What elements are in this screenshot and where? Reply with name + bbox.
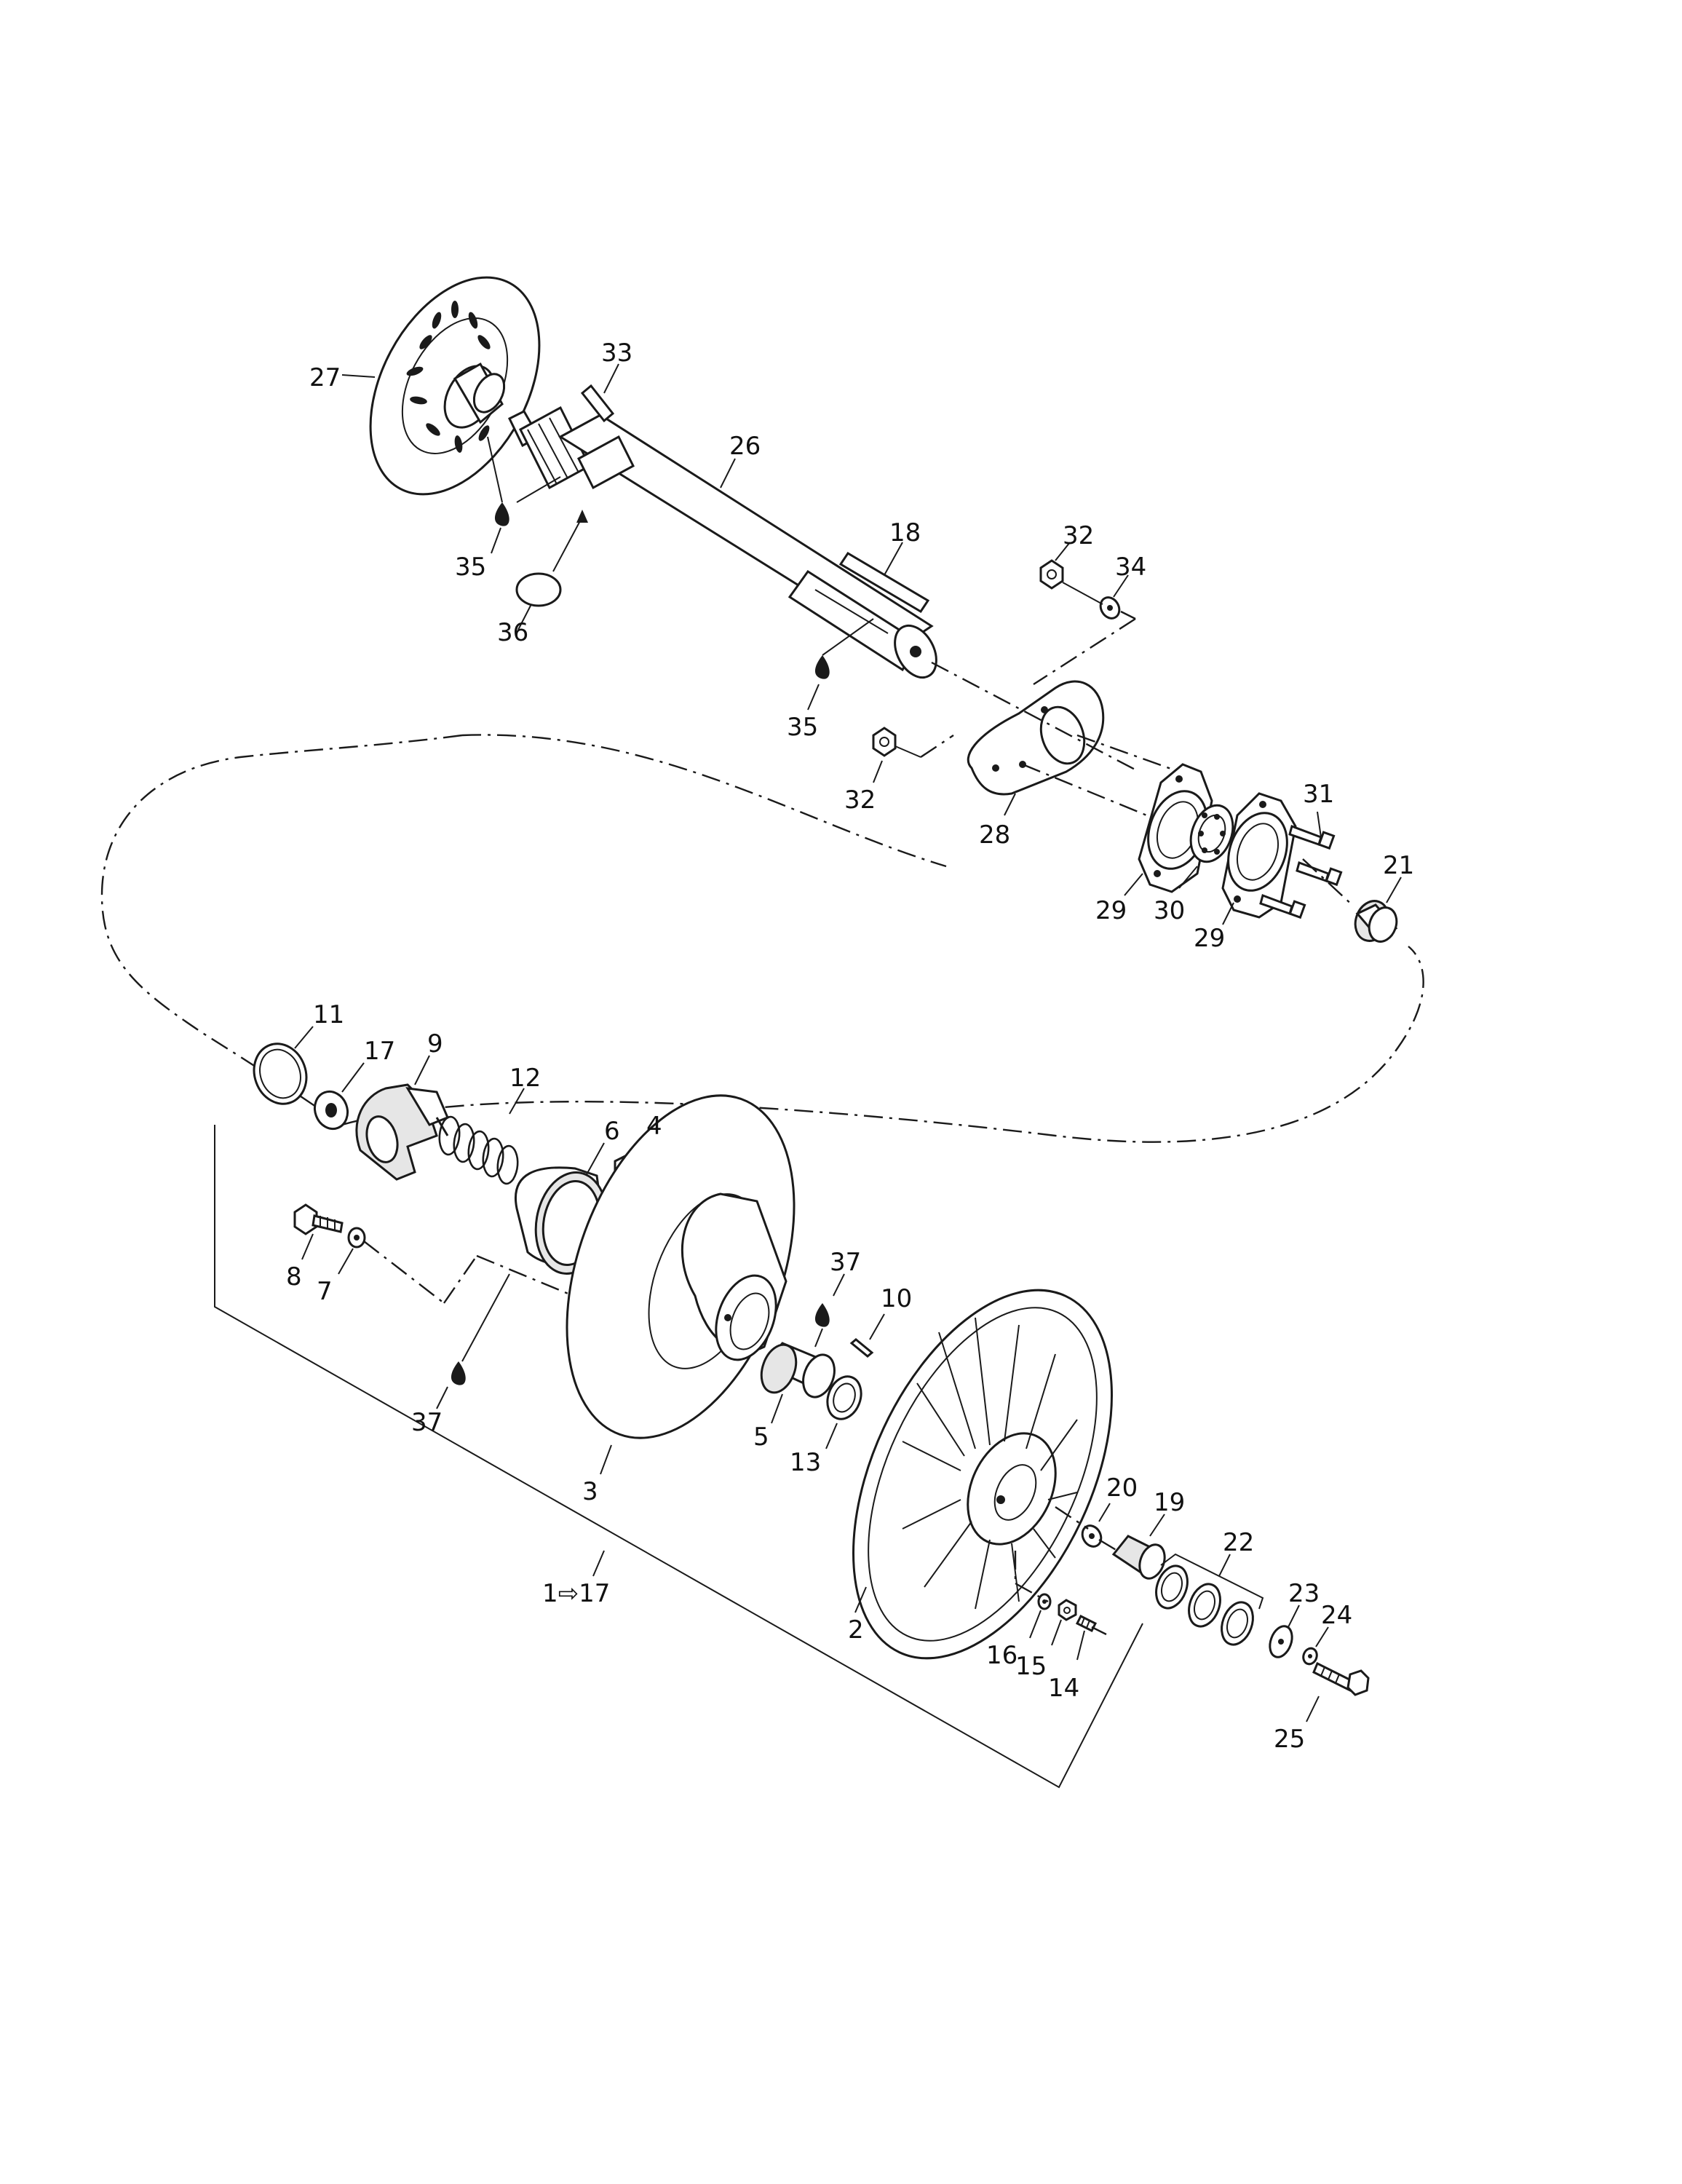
belt-outline <box>100 734 1424 1143</box>
callout-24: 24 <box>1321 1601 1352 1630</box>
callout-29-left: 29 <box>1095 896 1127 925</box>
oil-drop-icon <box>494 502 509 526</box>
callout-21: 21 <box>1383 851 1414 880</box>
circlip-11 <box>253 1042 308 1105</box>
callout-37-left: 37 <box>411 1408 443 1437</box>
callout-3: 3 <box>582 1477 598 1506</box>
nut-15 <box>1058 1599 1077 1621</box>
callout-16: 16 <box>986 1641 1017 1670</box>
bushing-5 <box>760 1342 836 1398</box>
plate-28 <box>967 680 1105 796</box>
callout-17: 17 <box>364 1037 395 1066</box>
callout-12: 12 <box>509 1064 541 1093</box>
callout-26: 26 <box>729 432 761 461</box>
callout-28: 28 <box>979 820 1010 850</box>
callout-6: 6 <box>604 1117 620 1146</box>
callout-31: 31 <box>1303 780 1334 809</box>
callout-10: 10 <box>881 1284 912 1313</box>
bolt-25 <box>1312 1661 1370 1696</box>
callout-29-right: 29 <box>1194 924 1225 953</box>
callout-5: 5 <box>753 1423 769 1452</box>
sheave-27 <box>369 276 541 496</box>
bushing-21 <box>1354 900 1398 943</box>
callout-36: 36 <box>497 618 528 647</box>
callout-kit-1-17: 1⇨17 <box>542 1579 610 1608</box>
o-ring-36 <box>515 572 562 607</box>
bolt-31 <box>1259 894 1306 919</box>
callout-20: 20 <box>1106 1473 1138 1503</box>
callout-22: 22 <box>1223 1528 1254 1557</box>
bolt-31 <box>1288 825 1336 850</box>
callout-14: 14 <box>1048 1674 1079 1703</box>
pin-10 <box>849 1338 874 1358</box>
set-screw-14 <box>1075 1614 1098 1633</box>
callout-27: 27 <box>309 363 341 392</box>
callout-23: 23 <box>1288 1579 1320 1608</box>
nut-32 <box>1039 559 1064 590</box>
callout-8: 8 <box>286 1262 302 1291</box>
bolt-31 <box>1296 861 1343 887</box>
oil-drop-icon <box>814 655 830 679</box>
callout-18: 18 <box>889 518 921 547</box>
callout-9: 9 <box>427 1029 443 1059</box>
callout-11: 11 <box>313 1000 344 1029</box>
callout-35-upper: 35 <box>455 553 486 582</box>
callout-34: 34 <box>1115 553 1146 582</box>
shim-washers-22 <box>1155 1564 1254 1646</box>
callout-4: 4 <box>646 1112 662 1141</box>
callout-32-lower: 32 <box>844 786 876 815</box>
bolt-8 <box>293 1203 344 1235</box>
kit-bracket <box>214 1125 1143 1789</box>
cam-9 <box>355 1083 449 1181</box>
roller-19 <box>1111 1535 1166 1580</box>
callout-15: 15 <box>1015 1652 1047 1681</box>
callout-7: 7 <box>317 1277 333 1306</box>
callout-2: 2 <box>848 1615 864 1645</box>
callout-32-upper: 32 <box>1063 521 1094 550</box>
callout-19: 19 <box>1154 1488 1185 1517</box>
callout-13: 13 <box>790 1448 821 1477</box>
nut-32 <box>872 727 897 757</box>
shaft-26 <box>508 405 937 679</box>
key-33 <box>580 384 615 423</box>
spring-12 <box>435 1115 519 1185</box>
oil-drop-icon <box>451 1361 466 1385</box>
fixed-sheave-2 <box>852 1289 1113 1660</box>
callout-33: 33 <box>601 339 632 368</box>
oil-drop-icon <box>814 1303 830 1327</box>
sliding-sheave-3 <box>566 1094 796 1439</box>
key-18 <box>838 551 930 614</box>
callout-35-lower: 35 <box>787 713 818 742</box>
callout-37-right: 37 <box>830 1248 861 1277</box>
callout-25: 25 <box>1274 1725 1305 1754</box>
callout-30: 30 <box>1154 896 1185 925</box>
